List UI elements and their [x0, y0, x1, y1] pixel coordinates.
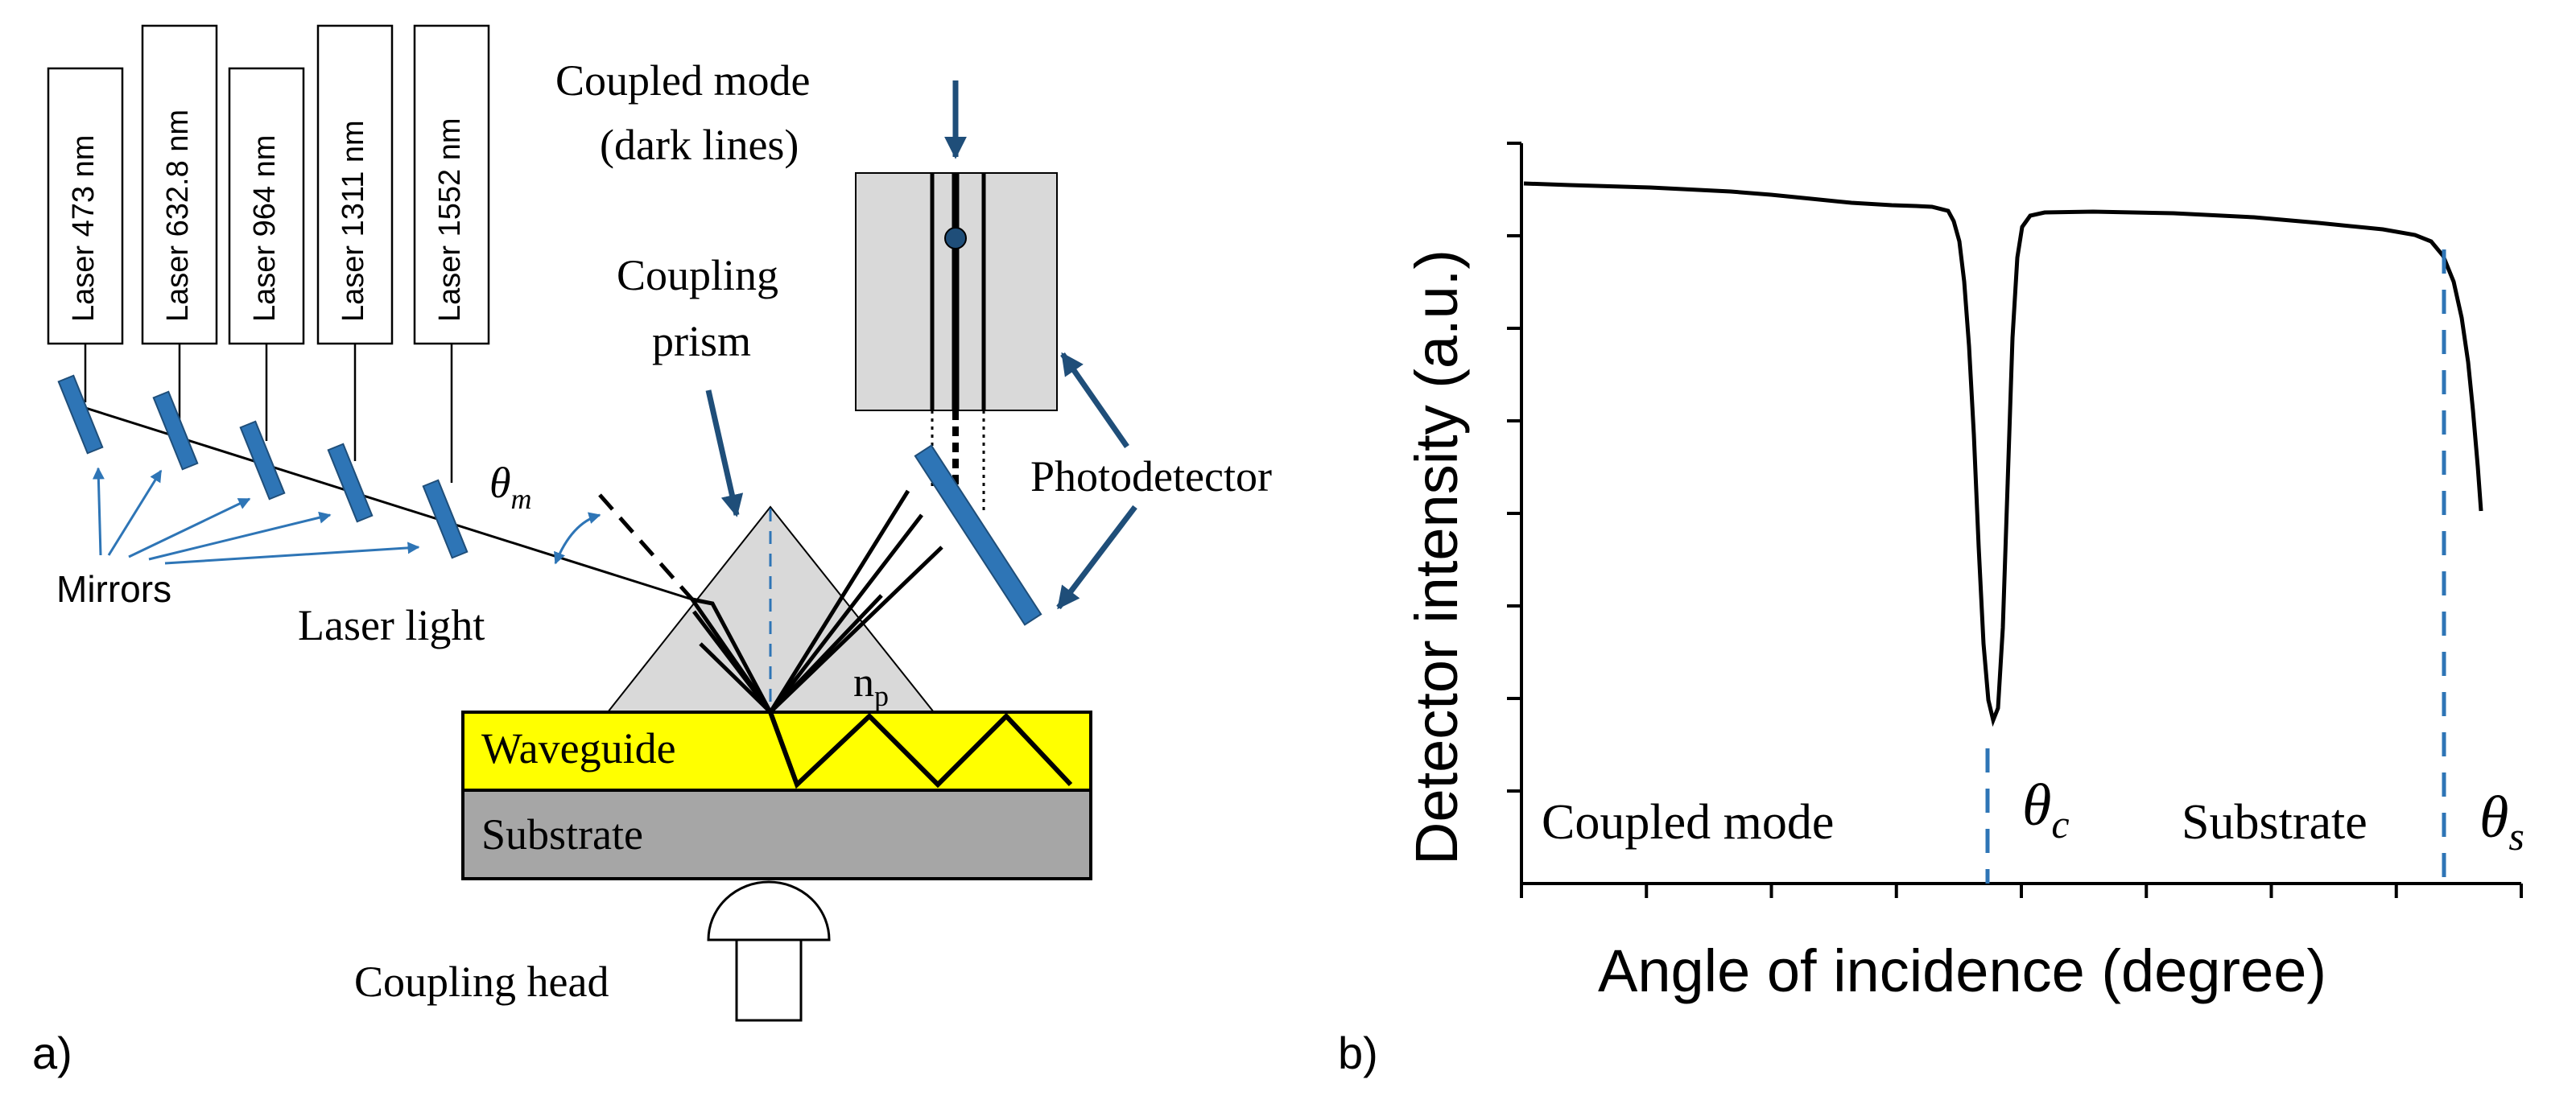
theta-m-symbol: θm [489, 459, 532, 515]
laser-1552-label: Laser 1552 nm [433, 118, 467, 323]
panel-b: Coupled mode Substrate θc θs Detector in… [1338, 142, 2524, 1078]
mirror-1 [57, 374, 104, 455]
chart-axes [1520, 143, 2521, 885]
laser-light-label: Laser light [298, 601, 485, 649]
laser-632: Laser 632.8 nm [141, 24, 218, 422]
substrate-annotation: Substrate [2182, 795, 2368, 850]
svg-text:θm: θm [489, 459, 532, 515]
theta-m-arc [554, 512, 601, 565]
waveguide-label: Waveguide [481, 724, 676, 772]
laser-sources: Laser 473 nm Laser 632.8 nm Laser 964 nm… [47, 24, 490, 483]
theta-c-symbol: θc [2022, 772, 2070, 847]
theta-s-main: θ [2479, 785, 2508, 851]
laser-964: Laser 964 nm [228, 67, 305, 441]
np-symbol: np [853, 660, 889, 712]
coupling-head-label: Coupling head [354, 958, 609, 1006]
mirror-5 [422, 479, 469, 559]
laser-473-label: Laser 473 nm [67, 135, 101, 322]
substrate-label: Substrate [481, 810, 643, 859]
panel-a: Laser 473 nm Laser 632.8 nm Laser 964 nm… [32, 24, 1272, 1078]
y-ticks [1507, 142, 1521, 793]
laser-632-label: Laser 632.8 nm [161, 109, 195, 322]
theta-m-sub: m [511, 483, 532, 515]
theta-m-main: θ [489, 459, 511, 507]
laser-1552: Laser 1552 nm [413, 24, 490, 483]
y-axis-label: Detector intensity (a.u.) [1403, 249, 1470, 865]
laser-1311: Laser 1311 nm [316, 24, 394, 461]
laser-964-label: Laser 964 nm [248, 135, 282, 322]
photodetector-arrow-down [1056, 505, 1137, 610]
x-axis-label: Angle of incidence (degree) [1598, 937, 2326, 1004]
photodetector-arrow-up [1060, 352, 1129, 448]
mirror-4 [327, 443, 374, 523]
coupled-mode-label-1: Coupled mode [555, 56, 810, 105]
theta-s-sub: s [2508, 814, 2524, 859]
mirror-3 [239, 420, 286, 501]
coupling-head [707, 880, 831, 1022]
guided-zigzag [768, 711, 1073, 789]
mirror-arrows [92, 467, 420, 565]
coupling-prism-label-1: Coupling [617, 251, 778, 299]
np-main: n [853, 660, 874, 706]
photodetector-plate [914, 444, 1042, 626]
dark-lines [930, 173, 986, 410]
coupled-mode-annotation: Coupled mode [1542, 795, 1834, 850]
theta-c-sub: c [2051, 801, 2069, 847]
mirrors [57, 374, 469, 559]
theta-s-symbol: θs [2479, 785, 2524, 859]
theta-c-main: θ [2022, 772, 2051, 838]
panel-a-label: a) [32, 1028, 72, 1078]
coupled-mode-label-2: (dark lines) [600, 121, 799, 169]
x-ticks [1520, 884, 2523, 898]
detector-spot [944, 227, 967, 249]
laser-473: Laser 473 nm [47, 67, 124, 402]
intensity-curve [1523, 181, 2483, 727]
normal-dashed-line [598, 493, 694, 601]
laser-1311-label: Laser 1311 nm [336, 120, 370, 322]
prism-arrow [705, 389, 744, 517]
mirror-2 [152, 390, 199, 471]
prism-rays [690, 489, 943, 714]
panel-b-label: b) [1338, 1028, 1378, 1078]
coupling-prism-label-2: prism [652, 317, 751, 365]
substrate [461, 789, 1092, 880]
np-sub: p [874, 680, 889, 712]
photodetector-label: Photodetector [1030, 452, 1272, 501]
mirrors-label: Mirrors [56, 568, 171, 610]
